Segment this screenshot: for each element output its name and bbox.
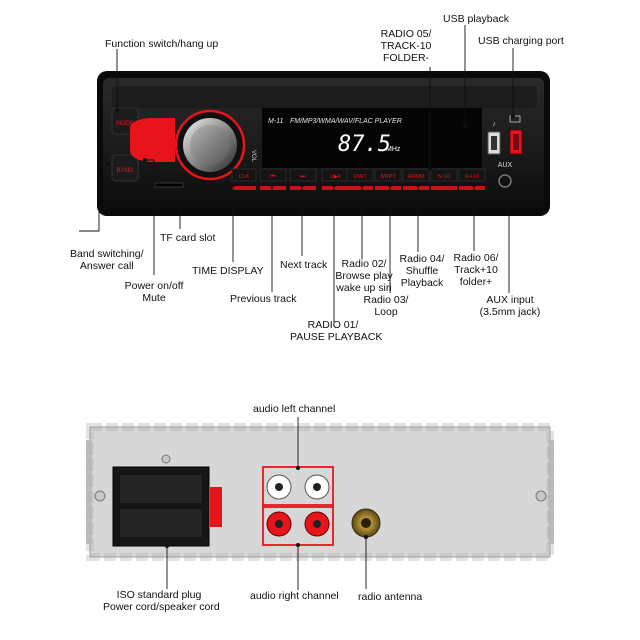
prev-track-button[interactable] (259, 168, 287, 182)
usb-charging-port[interactable] (509, 115, 523, 155)
label-radio06-line2: Track+10 (454, 264, 498, 276)
label-radio04-line3: Playback (400, 277, 444, 289)
label-radio06-line1: Radio 06/ (453, 252, 499, 264)
label-radio04-line2: Shuffle (405, 265, 439, 277)
model-label: M-11 (268, 118, 284, 125)
label-radio04: Radio 04/ Shuffle Playback (398, 253, 446, 289)
label-audio-right: audio right channel (250, 590, 339, 602)
aux-jack[interactable] (498, 174, 512, 188)
label-radio05-line1: RADIO 05/ (380, 28, 432, 40)
label-usb-charging-port: USB charging port (478, 35, 564, 47)
label-radio05-line3: FOLDER- (382, 52, 430, 64)
volume-knob[interactable] (174, 109, 246, 181)
vol-label: VOL (250, 150, 256, 163)
label-radio02: Radio 02/ Browse play wake up siri (333, 258, 395, 294)
frequency-display: 87.5 (338, 132, 391, 157)
screw-right (535, 490, 547, 502)
label-radio02-line1: Radio 02/ (341, 258, 387, 270)
power-button[interactable] (129, 118, 175, 162)
label-usb-playback: USB playback (443, 13, 509, 25)
btn-label-2: 2/INT (353, 174, 367, 180)
radio04-button[interactable] (402, 168, 430, 182)
next-track-button[interactable] (289, 168, 317, 182)
btn-label-prev: ⏮ (270, 174, 276, 180)
label-radio02-line2: Browse play (335, 270, 393, 282)
label-band-switching-line1: Band switching/ (70, 248, 144, 260)
rca-left-channel[interactable] (262, 466, 334, 508)
button-strips (232, 186, 485, 190)
label-aux-line2: (3.5mm jack) (479, 306, 541, 318)
screw-left (94, 490, 106, 502)
btn-label-1: 1/▶‖ (329, 174, 340, 180)
label-radio01: RADIO 01/ PAUSE PLAYBACK (290, 319, 383, 343)
mode-label: MODE (116, 121, 134, 127)
label-radio04-line1: Radio 04/ (399, 253, 445, 265)
label-tf-card-slot: TF card slot (160, 232, 216, 244)
label-time-display: TIME DISPLAY (192, 265, 264, 277)
clk-button[interactable] (231, 168, 257, 182)
label-aux-input: AUX input (3.5mm jack) (478, 294, 542, 318)
label-iso-line1: ISO standard plug (116, 589, 202, 601)
label-previous-track: Previous track (230, 293, 297, 305)
radio02-button[interactable] (346, 168, 374, 182)
label-power-line2: Mute (142, 292, 166, 304)
label-iso-line2: Power cord/speaker cord (103, 601, 220, 613)
label-band-switching: Band switching/ Answer call (70, 248, 144, 272)
radio03-button[interactable] (374, 168, 402, 182)
band-label: BAND (117, 168, 134, 174)
formats-label: FM/MP3/WMA/WAV/FLAC PLAYER (290, 118, 402, 125)
label-radio01-line2: PAUSE PLAYBACK (290, 331, 383, 343)
label-iso-plug: ISO standard plug Power cord/speaker cor… (103, 589, 220, 613)
frequency-unit: MHz (386, 146, 401, 153)
label-next-track: Next track (280, 259, 328, 271)
aux-label: AUX (498, 162, 513, 169)
label-radio-antenna: radio antenna (358, 591, 423, 603)
btn-label-5: 5/-10 (438, 174, 451, 180)
display (262, 108, 482, 168)
radio06-button[interactable] (458, 168, 486, 182)
callout-lines (79, 25, 514, 590)
label-radio03-line2: Loop (374, 306, 398, 318)
label-radio05-line2: TRACK-10 (380, 40, 432, 52)
label-radio03-line1: Radio 03/ (363, 294, 409, 306)
label-power-line1: Power on/off (124, 280, 184, 292)
label-radio06-line3: folder+ (459, 276, 493, 288)
button-row: CLK ⏮ ⏭ 1/▶‖ 2/INT 3/RPT 4/RDM 5/-10 6/+… (231, 168, 486, 182)
label-function-switch: Function switch/hang up (105, 38, 219, 50)
btn-label-next: ⏭ (300, 174, 306, 180)
front-panel: MODE BAND VOL M-11 FM/MP3/WMA/WAV/FLAC P… (97, 71, 550, 216)
label-radio01-line1: RADIO 01/ (307, 319, 359, 331)
label-power-onoff: Power on/off Mute (123, 280, 185, 304)
label-radio02-line3: wake up siri (336, 282, 392, 294)
label-aux-line1: AUX input (486, 294, 534, 306)
usb-playback-port[interactable]: ♪ (487, 121, 501, 155)
btn-label-4: 4/RDM (407, 174, 425, 180)
rear-panel (86, 423, 554, 561)
iso-connector[interactable] (112, 466, 222, 547)
music-note-icon: ♪ (492, 121, 496, 128)
radio-antenna-jack[interactable] (351, 508, 381, 538)
label-audio-left: audio left channel (253, 403, 336, 415)
label-radio05: RADIO 05/ TRACK-10 FOLDER- (378, 28, 434, 64)
btn-label-6: 6/+10 (465, 174, 479, 180)
label-band-switching-line2: Answer call (79, 260, 134, 272)
btn-label-3: 3/RPT (380, 174, 396, 180)
screw-top (161, 454, 171, 464)
label-radio03: Radio 03/ Loop (362, 294, 410, 318)
tf-card-slot[interactable] (154, 182, 184, 188)
band-button[interactable]: BAND (111, 154, 139, 182)
radio05-button[interactable] (430, 168, 458, 182)
btn-label-clk: CLK (239, 174, 250, 180)
callout-dots (106, 108, 515, 548)
label-radio06: Radio 06/ Track+10 folder+ (452, 252, 500, 288)
